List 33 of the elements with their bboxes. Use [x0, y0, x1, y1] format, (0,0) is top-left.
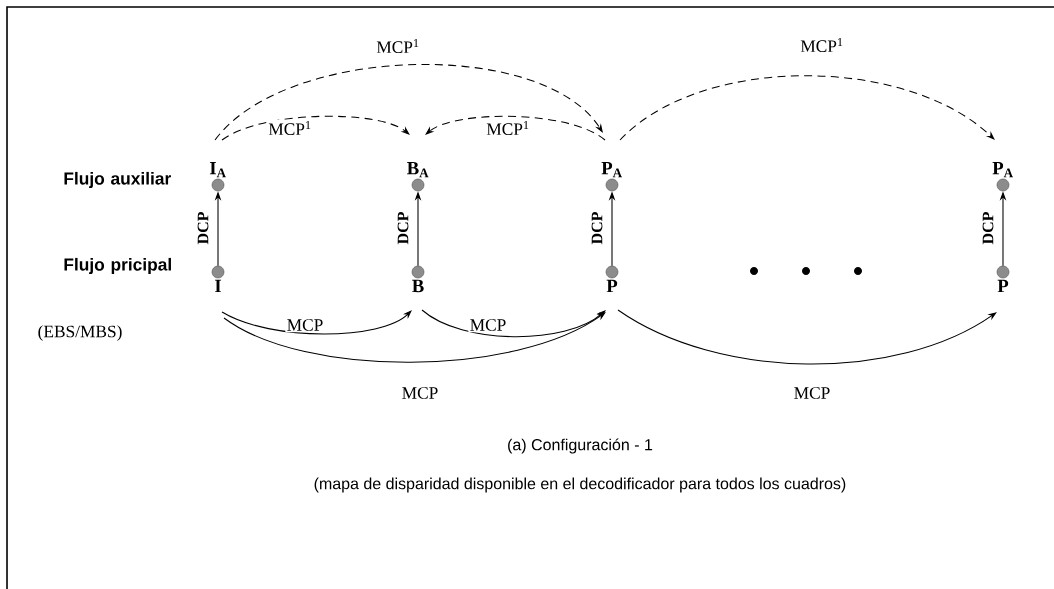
row-label: Flujo pricipal: [64, 257, 171, 275]
arrow: [421, 309, 606, 338]
node-label: P: [997, 279, 1009, 293]
edge-label: DCP: [396, 210, 410, 246]
edge-label: DCP: [196, 210, 210, 246]
edge-label: MCP$^{1}$: [485, 119, 531, 137]
row-label: Flujo auxiliar: [64, 171, 171, 189]
caption: (a) Configuración - 1: [508, 438, 653, 454]
edge-label: MCP: [285, 317, 325, 333]
arrow: [214, 64, 603, 141]
arrow: [221, 115, 410, 141]
node-label: I$_{A}$: [209, 162, 226, 178]
arrow: [223, 312, 606, 363]
arrow: [619, 75, 995, 141]
node-label: P$_{A}$: [992, 162, 1013, 178]
node-label: I: [215, 279, 222, 293]
node-label: B$_{A}$: [407, 162, 429, 178]
edge-label: DCP: [590, 210, 604, 246]
arrow: [425, 115, 606, 141]
node-label: P: [606, 279, 618, 293]
edge-label: MCP: [400, 385, 440, 401]
edge-label: DCP: [981, 210, 995, 246]
edge-label: MCP$^{1}$: [375, 37, 421, 55]
node-label: P$_{A}$: [601, 162, 622, 178]
arrow: [221, 310, 412, 335]
row-label: (EBS/MBS): [38, 325, 122, 341]
edge-label: MCP: [792, 385, 832, 401]
edge-label: MCP: [468, 317, 508, 333]
arrow: [617, 309, 997, 365]
caption-note: (mapa de disparidad disponible en el decodificador para todos los cuadros): [314, 477, 846, 493]
edge-label: MCP$^{1}$: [267, 119, 313, 137]
edge-label: MCP$^{1}$: [799, 36, 845, 54]
node-label: B: [412, 279, 424, 293]
